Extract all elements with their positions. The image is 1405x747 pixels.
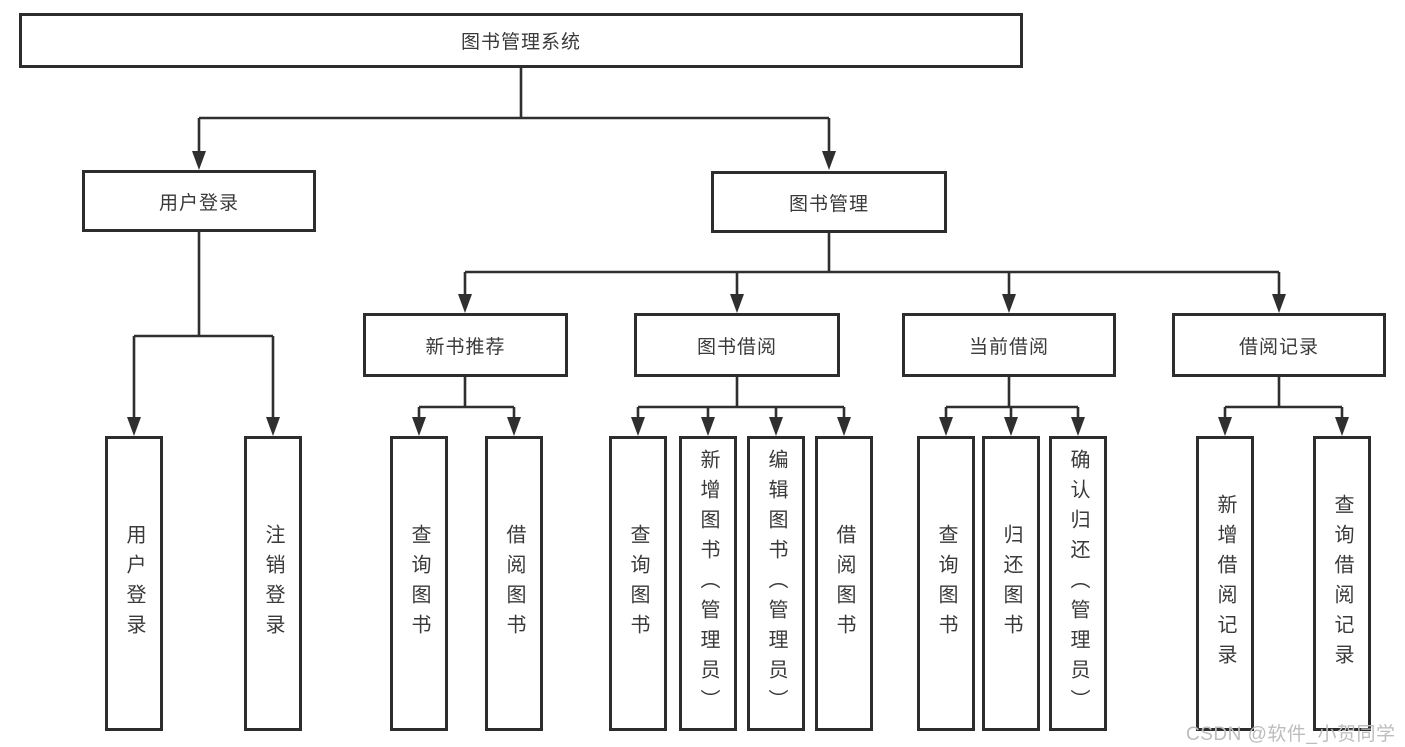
- node-new-book-recommend: 新书推荐: [363, 313, 568, 377]
- connector-login-to-leaves: [132, 232, 275, 419]
- node-borrow-records: 借阅记录: [1172, 313, 1386, 377]
- node-label: 图书管理: [788, 193, 869, 215]
- connector-root-to-level2: [197, 68, 831, 153]
- node-label: 编辑图书（管理员）: [765, 448, 787, 719]
- leaf-logout: 注销登录: [244, 436, 302, 731]
- node-label: 归还图书: [1000, 523, 1022, 644]
- connector-borrow-to-leaves: [636, 377, 846, 419]
- node-label: 查询图书: [627, 523, 649, 644]
- leaf-borrow-books-recommend: 借阅图书: [485, 436, 543, 731]
- node-label: 当前借阅: [968, 336, 1049, 358]
- node-label: 用户登录: [158, 192, 239, 214]
- csdn-watermark: CSDN @软件_小贺同学: [1186, 724, 1396, 745]
- leaf-edit-books-admin: 编辑图书（管理员）: [747, 436, 805, 731]
- node-label: 借阅记录: [1238, 336, 1319, 358]
- node-label: 新书推荐: [425, 336, 506, 358]
- leaf-query-books-borrow: 查询图书: [609, 436, 667, 731]
- connector-recommend-to-leaves: [417, 377, 516, 419]
- leaf-query-books-recommend: 查询图书: [390, 436, 448, 731]
- leaf-return-books: 归还图书: [982, 436, 1040, 731]
- node-label: 注销登录: [262, 523, 284, 644]
- leaf-add-books-admin: 新增图书（管理员）: [679, 436, 737, 731]
- node-label: 用户登录: [123, 523, 145, 644]
- node-label: 查询图书: [935, 523, 957, 644]
- leaf-add-borrow-record: 新增借阅记录: [1196, 436, 1254, 731]
- node-label: 确认归还（管理员）: [1067, 448, 1089, 719]
- leaf-confirm-return-admin: 确认归还（管理员）: [1049, 436, 1107, 731]
- leaf-borrow-books: 借阅图书: [815, 436, 873, 731]
- node-label: 图书借阅: [696, 336, 777, 358]
- node-label: 新增借阅记录: [1214, 493, 1236, 674]
- node-library-system: 图书管理系统: [19, 13, 1023, 68]
- connector-current-to-leaves: [944, 377, 1080, 419]
- node-label: 查询图书: [408, 523, 430, 644]
- node-label: 查询借阅记录: [1331, 493, 1353, 674]
- leaf-user-login: 用户登录: [105, 436, 163, 731]
- node-label: 借阅图书: [833, 523, 855, 644]
- node-current-borrow: 当前借阅: [902, 313, 1116, 377]
- node-book-borrow: 图书借阅: [634, 313, 840, 377]
- connector-mgmt-to-level3: [463, 233, 1281, 296]
- node-label: 借阅图书: [503, 523, 525, 644]
- node-book-management: 图书管理: [711, 171, 947, 233]
- node-label: 图书管理系统: [460, 32, 581, 53]
- leaf-query-borrow-record: 查询借阅记录: [1313, 436, 1371, 731]
- node-user-login: 用户登录: [82, 170, 316, 232]
- node-label: 新增图书（管理员）: [697, 448, 719, 719]
- connector-records-to-leaves: [1223, 377, 1344, 419]
- leaf-query-books-current: 查询图书: [917, 436, 975, 731]
